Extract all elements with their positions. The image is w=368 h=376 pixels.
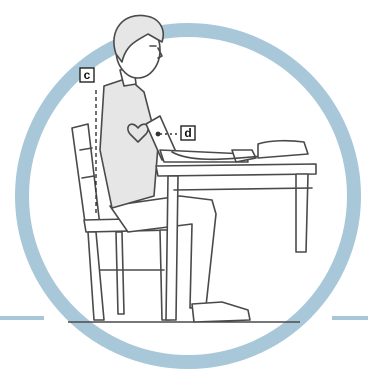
monitor-device bbox=[258, 141, 308, 158]
label-c: c bbox=[80, 68, 94, 82]
guide-d-dot bbox=[156, 132, 161, 137]
table bbox=[156, 164, 316, 320]
label-c-text: c bbox=[84, 68, 91, 82]
label-d-text: d bbox=[184, 126, 191, 140]
label-d: d bbox=[181, 126, 195, 140]
